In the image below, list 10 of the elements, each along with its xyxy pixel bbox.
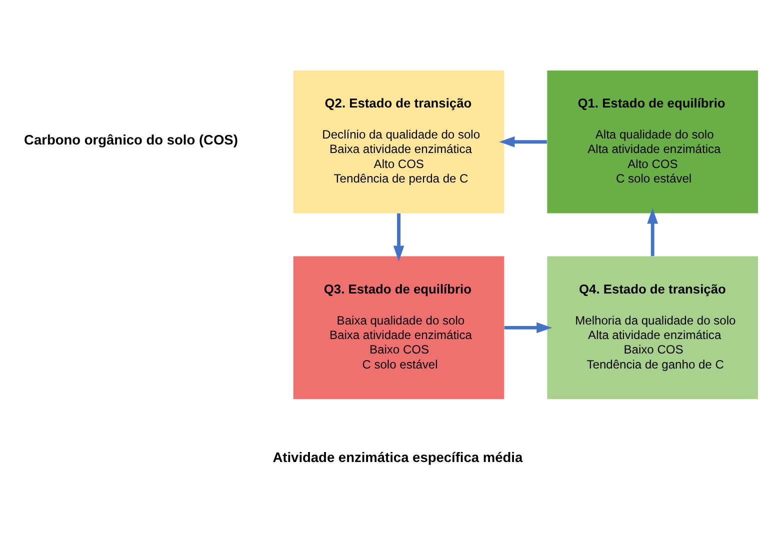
node-box: Q2. Estado de transição Declínio da qualidade do solo Baixa atividade enzimática Alto COS Tendência de perda de C — [293, 70, 504, 213]
arrow — [499, 136, 547, 147]
node-box: Q4. Estado de transição Melhoria da qualidade do solo Alta atividade enzimática Baixo COS Tendência de ganho de C — [547, 256, 758, 399]
label: Carbono orgânico do solo (COS) — [24, 132, 238, 147]
arrow — [504, 322, 552, 333]
node-box: Q1. Estado de equilíbrio Alta qualidade do solo Alta atividade enzimática Alto COS C solo estável — [547, 70, 758, 213]
label: Atividade enzimática específica média — [272, 449, 523, 464]
node-box: Q3. Estado de equilíbrio Baixa qualidade do solo Baixa atividade enzimática Baixo COS C solo estável — [293, 256, 504, 399]
arrow — [393, 212, 404, 261]
arrow — [647, 208, 658, 256]
